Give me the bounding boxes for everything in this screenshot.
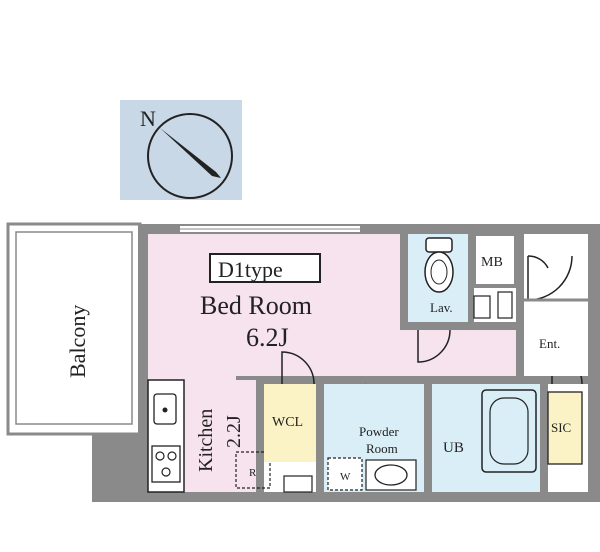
unit-bath: UB [432, 384, 540, 492]
meter-box: MB [472, 232, 518, 319]
washbasin-icon [374, 464, 408, 486]
washer-space [327, 457, 363, 491]
compass-needle-icon [160, 128, 221, 178]
refrigerator-label: R [249, 467, 257, 479]
interior-walls [236, 234, 588, 492]
compass: N [120, 100, 242, 200]
shoes-in-closet: SIC [547, 391, 583, 465]
sic-outline [547, 391, 583, 465]
powder-room: Powder Room W [324, 384, 424, 492]
powder-room-label-line2: Room [366, 441, 398, 456]
bedroom-size-label: 6.2J [246, 323, 289, 352]
compass-circle [147, 113, 233, 199]
entrance: Ent. [524, 298, 588, 376]
balcony-area: Balcony [6, 222, 142, 451]
walk-in-closet: WCL [264, 384, 316, 493]
meter-box-label: MB [481, 255, 503, 270]
stove-icon [151, 445, 181, 483]
kitchen-size-label: 2.2J [223, 415, 245, 448]
toilet-tank-icon [425, 237, 453, 253]
toilet-icon [424, 251, 454, 293]
refrigerator-space [235, 451, 271, 489]
balcony-inner-rail [15, 231, 133, 425]
unit-type-label: D1type [218, 257, 283, 282]
wcl-label: WCL [272, 415, 303, 430]
unit-type-badge [209, 253, 321, 283]
meter-box-outline [472, 232, 518, 288]
bathtub-icon [489, 397, 529, 465]
compass-north-letter: N [140, 106, 156, 131]
lavatory-sink [473, 295, 491, 319]
bedroom-label: Bed Room [200, 291, 312, 320]
kitchen-label: Kitchen [195, 409, 217, 472]
balcony-label: Balcony [65, 305, 90, 378]
entrance-floor [524, 300, 588, 376]
unit-bath-label: UB [443, 440, 464, 456]
exterior-walls [92, 224, 600, 502]
sic-label: SIC [551, 420, 571, 435]
entrance-label: Ent. [539, 336, 560, 351]
powder-room-label-line1: Powder [359, 424, 399, 439]
lavatory: Lav. [408, 234, 491, 322]
kitchen: Kitchen 2.2J R [147, 379, 271, 493]
washer-label: W [340, 471, 351, 483]
wcl-floor [264, 384, 316, 462]
lavatory-label: Lav. [430, 300, 453, 315]
bedroom: D1type Bed Room 6.2J [148, 234, 516, 380]
balcony-outline [6, 222, 142, 436]
